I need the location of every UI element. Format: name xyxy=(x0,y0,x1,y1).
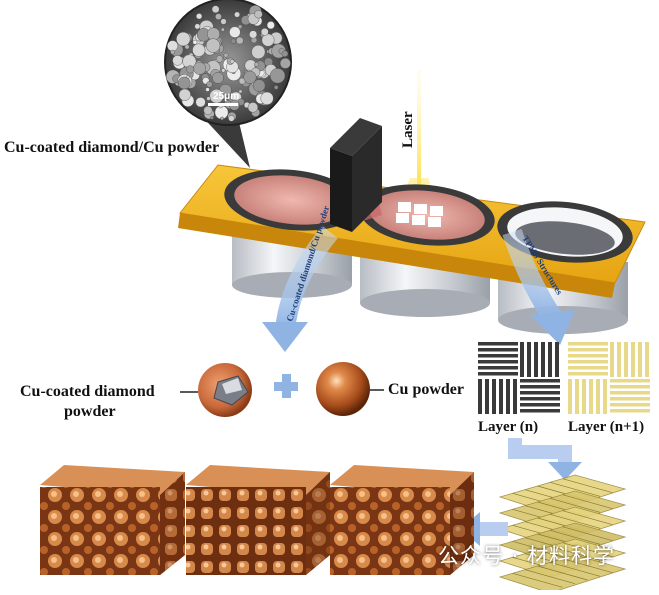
layer-n-plus-1-pattern xyxy=(568,342,650,414)
layer-n-plus-1-label: Layer (n+1) xyxy=(568,419,645,435)
cu-coated-diamond-particle xyxy=(180,363,252,417)
recoater-blade xyxy=(330,118,382,232)
layer-n-pattern xyxy=(478,342,560,414)
tpms-lattice-1 xyxy=(40,465,185,575)
arrow-to-powders xyxy=(262,225,338,352)
powder-title: Cu-coated diamond/Cu powder xyxy=(4,139,220,156)
cu-coated-diamond-label-line1: Cu-coated diamond xyxy=(20,383,155,400)
cu-powder-label: Cu powder xyxy=(388,381,465,398)
build-plate xyxy=(178,118,646,334)
cu-powder-particle xyxy=(316,362,384,416)
scale-bar-label: 25μm xyxy=(213,91,239,102)
cu-coated-diamond-label-line2: powder xyxy=(64,403,116,420)
arrow-down-to-stack xyxy=(508,438,582,480)
tpms-lattice-3 xyxy=(330,465,474,575)
laser-label: Laser xyxy=(400,111,416,148)
plus-sign xyxy=(274,374,298,398)
sem-micrograph-inset xyxy=(164,0,292,168)
stacked-layers xyxy=(498,474,627,594)
layer-n-label: Layer (n) xyxy=(478,419,539,435)
arrow-to-tpms xyxy=(502,228,575,345)
watermark: 公众号 · 材料科学 xyxy=(438,544,616,568)
tpms-lattice-2 xyxy=(186,465,330,575)
printed-squares xyxy=(396,202,443,227)
